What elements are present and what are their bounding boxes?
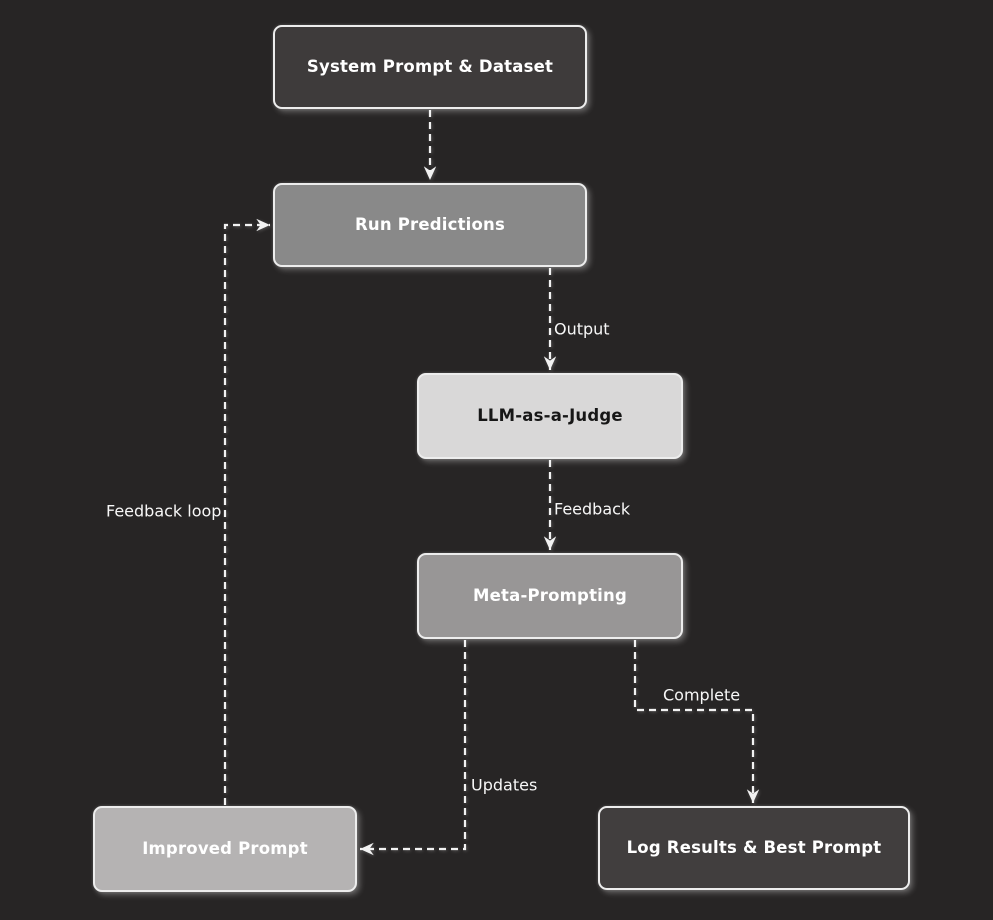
node-improved-prompt: Improved Prompt [93,806,357,892]
node-system-prompt-dataset: System Prompt & Dataset [273,25,587,109]
node-log-results-best-prompt-label: Log Results & Best Prompt [626,837,882,857]
edge-label-output: Output [554,319,610,339]
edge-label-feedback: Feedback [554,499,631,519]
node-log-results-best-prompt: Log Results & Best Prompt [598,806,910,890]
node-run-predictions-label: Run Predictions [354,214,506,234]
edge-meta-to-improved [360,640,467,856]
edge-label-complete: Complete [663,685,741,705]
edge-improved-to-run [223,218,270,805]
node-meta-prompting-label: Meta-Prompting [473,585,627,605]
edge-label-updates: Updates [471,775,538,795]
node-improved-prompt-label: Improved Prompt [142,838,308,858]
edge-label-feedback-loop: Feedback loop [106,501,222,521]
node-run-predictions: Run Predictions [273,183,587,267]
node-llm-as-a-judge: LLM-as-a-Judge [417,373,683,459]
node-llm-as-a-judge-label: LLM-as-a-Judge [477,405,623,425]
node-system-prompt-dataset-label: System Prompt & Dataset [306,56,554,76]
node-meta-prompting: Meta-Prompting [417,553,683,639]
edge-meta-to-log [633,640,760,803]
